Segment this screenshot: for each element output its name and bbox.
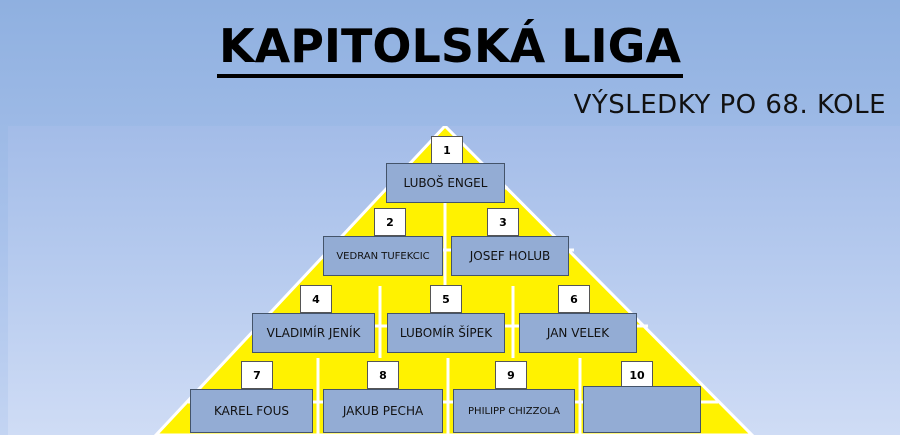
rank-badge: 8 <box>367 361 399 389</box>
rank-badge: 4 <box>300 285 332 313</box>
title-text: KAPITOLSKÁ LIGA <box>216 18 684 78</box>
rank-badge: 1 <box>431 136 463 164</box>
player-box: VLADIMÍR JENÍK <box>252 313 375 353</box>
player-box: JOSEF HOLUB <box>451 236 569 276</box>
player-box: PHILIPP CHIZZOLA <box>453 389 575 433</box>
rank-badge: 6 <box>558 285 590 313</box>
player-box: LUBOMÍR ŠÍPEK <box>387 313 505 353</box>
player-box-empty <box>583 386 701 433</box>
rank-badge: 5 <box>430 285 462 313</box>
player-box: JAN VELEK <box>519 313 637 353</box>
rank-badge: 2 <box>374 208 406 236</box>
rank-badge: 10 <box>621 361 653 389</box>
rank-badge: 3 <box>487 208 519 236</box>
player-box: LUBOŠ ENGEL <box>386 163 505 203</box>
pyramid-shape <box>153 126 755 435</box>
rank-badge: 9 <box>495 361 527 389</box>
results-subtitle: VÝSLEDKY PO 68. KOLE <box>573 90 886 120</box>
page-title: KAPITOLSKÁ LIGA <box>0 18 900 78</box>
pyramid-panel: 1 LUBOŠ ENGEL 2 VEDRAN TUFEKCIC 3 JOSEF … <box>8 126 900 435</box>
player-box: JAKUB PECHA <box>323 389 443 433</box>
player-box: KAREL FOUS <box>190 389 313 433</box>
player-box: VEDRAN TUFEKCIC <box>323 236 443 276</box>
rank-badge: 7 <box>241 361 273 389</box>
